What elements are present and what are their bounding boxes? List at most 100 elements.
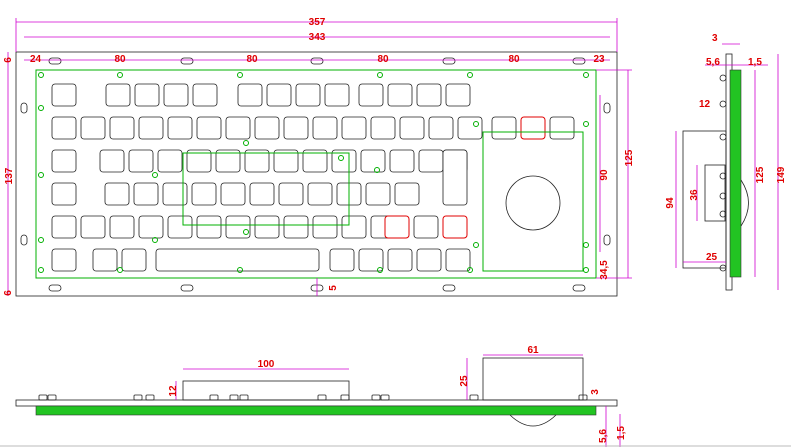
screw-head [340, 394, 350, 401]
screw [583, 121, 589, 127]
key [387, 83, 413, 107]
key [360, 149, 386, 173]
dim-trackball-height: 25 [459, 375, 470, 387]
key [128, 149, 154, 173]
key [387, 248, 413, 272]
key [99, 149, 125, 173]
key [445, 83, 471, 107]
key [416, 83, 442, 107]
dim-spacing-2: 80 [246, 54, 258, 65]
mounting-slot [442, 57, 456, 65]
key [80, 215, 106, 239]
key [331, 149, 357, 173]
key [307, 182, 333, 206]
mounting-slot [20, 234, 28, 246]
dim-overall-width: 357 [309, 17, 326, 28]
key [138, 116, 164, 140]
dim-bottom-5-6: 5,6 [598, 429, 609, 443]
dim-spacing-1: 80 [114, 54, 126, 65]
screw-head [380, 394, 390, 401]
mounting-slot [603, 102, 611, 114]
key-space [155, 248, 320, 272]
dim-bottom-1-5: 1,5 [616, 426, 627, 440]
key [215, 149, 241, 173]
dim-side-height-125: 125 [755, 166, 766, 183]
key [51, 182, 77, 206]
key [358, 83, 384, 107]
screw-head [133, 394, 143, 401]
key [370, 116, 396, 140]
screw [38, 72, 44, 78]
screw-head [38, 394, 48, 401]
screw [243, 229, 249, 235]
screw-head [229, 394, 239, 401]
key [278, 182, 304, 206]
dim-side-height-149: 149 [776, 166, 787, 183]
screw [237, 267, 243, 273]
dim-overall-height: 137 [4, 167, 15, 184]
screw-head [317, 394, 327, 401]
key [416, 248, 442, 272]
dim-panel-height: 125 [624, 149, 635, 166]
screw [152, 237, 158, 243]
key-panel [35, 69, 597, 279]
key [162, 182, 188, 206]
dim-bottom-box-height: 12 [168, 385, 179, 397]
key [133, 182, 159, 206]
bottom-trackball [509, 414, 557, 427]
dim-left-offset: 24 [30, 54, 42, 65]
key [254, 215, 280, 239]
pcb-outline [182, 152, 350, 226]
screw-head [469, 394, 479, 401]
dim-trackball-width: 61 [527, 345, 539, 356]
dim-bottom-offset: 34,5 [599, 260, 610, 280]
front-plate [15, 51, 618, 297]
key [384, 215, 410, 239]
key [134, 83, 160, 107]
screw [38, 237, 44, 243]
key [324, 83, 350, 107]
key [254, 116, 280, 140]
key [186, 149, 212, 173]
key [358, 248, 384, 272]
screw-head [578, 394, 588, 401]
key [51, 215, 77, 239]
screw [377, 267, 383, 273]
bottom-plate [15, 399, 618, 407]
key [341, 116, 367, 140]
key [138, 215, 164, 239]
key [428, 116, 454, 140]
dim-inner-height: 90 [599, 169, 610, 181]
mounting-slot [48, 284, 62, 292]
bottom-view: 100 12 61 25 3 5,6 1,5 [15, 345, 627, 447]
screw-head [145, 394, 155, 401]
key [312, 116, 338, 140]
bottom-key-layer [35, 405, 597, 416]
dim-side-25: 25 [706, 252, 718, 263]
key [244, 149, 270, 173]
key [302, 149, 328, 173]
key [80, 116, 106, 140]
key [51, 248, 77, 272]
key [312, 215, 338, 239]
key [196, 116, 222, 140]
mounting-slots-top [48, 57, 586, 65]
screw-head [239, 394, 249, 401]
key [413, 215, 439, 239]
dim-bottom-box-width: 100 [258, 359, 275, 370]
trackball-module [482, 131, 584, 272]
key [196, 215, 222, 239]
mounting-slot [310, 57, 324, 65]
screw [38, 105, 44, 111]
key [92, 248, 118, 272]
dim-side-depth-2: 1,5 [748, 57, 762, 68]
screw [377, 72, 383, 78]
key [418, 149, 444, 173]
key [121, 248, 147, 272]
key [225, 116, 251, 140]
mounting-slot [48, 57, 62, 65]
key [295, 83, 321, 107]
side-housing [682, 130, 727, 269]
screw [374, 167, 380, 173]
